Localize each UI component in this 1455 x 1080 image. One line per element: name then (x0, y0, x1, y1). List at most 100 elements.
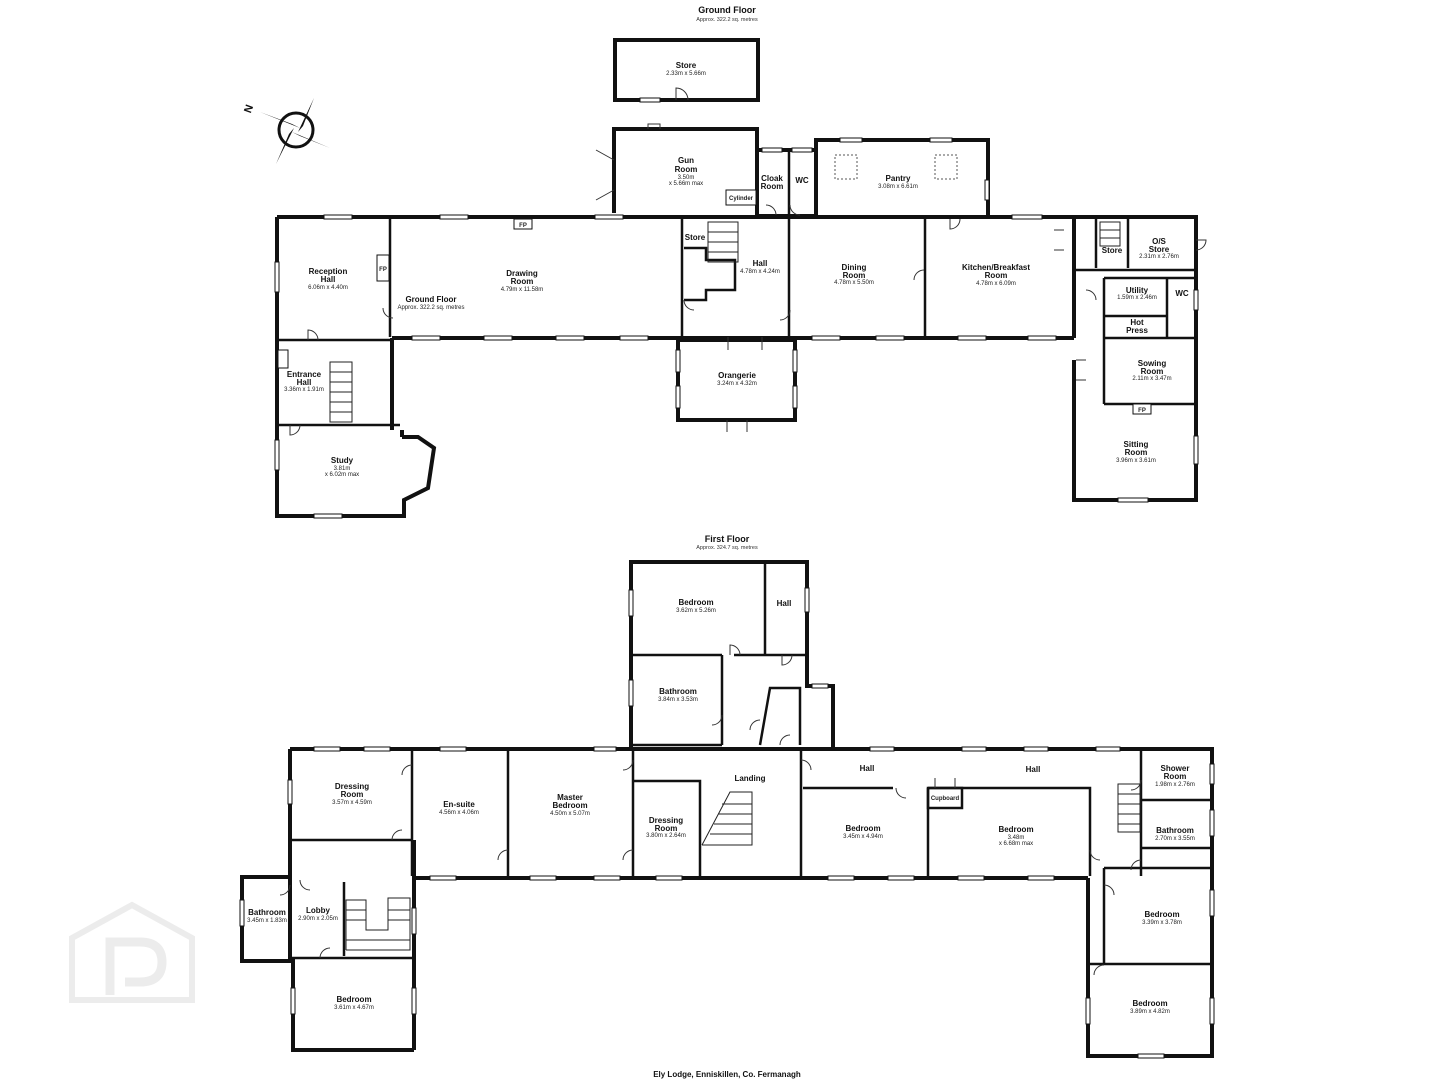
room-entrance-hall-dim: 3.36m x 1.91m (284, 387, 324, 393)
room-entrance-hall-name1: Entrance (287, 370, 322, 379)
ground-floor-stairs (329, 154, 1121, 423)
room-reception-hall-name1: Reception (309, 267, 348, 276)
room-kitchen-dim: 4.78m x 6.09m (976, 281, 1016, 287)
room-drawing-room-name2: Room (511, 277, 534, 286)
room-bedroom-left-dim: 3.61m x 4.67m (334, 1005, 374, 1011)
room-gun-room-name2: Room (675, 165, 698, 174)
room-store-outbuilding-name: Store (676, 61, 697, 70)
ground-floor-area: Approx. 322.2 sq. metres (696, 17, 758, 23)
room-bedroom-big-dim1: 3.48m (1008, 835, 1025, 841)
room-hot-press-name2: Press (1126, 326, 1148, 335)
ground-floor-labels: Store 2.33m x 5.66m Gun Room 3.50m x 5.6… (284, 61, 1189, 478)
room-landing-name: Landing (734, 774, 765, 783)
property-caption: Ely Lodge, Enniskillen, Co. Fermanagh (653, 1070, 801, 1079)
room-utility-name: Utility (1126, 286, 1149, 295)
room-dining-room-name1: Dining (842, 263, 867, 272)
room-orangerie-dim: 3.24m x 4.32m (717, 381, 757, 387)
room-sowing-room-name2: Room (1141, 367, 1164, 376)
room-wc-1-name: WC (795, 176, 809, 185)
room-kitchen-name2: Room (985, 271, 1008, 280)
room-shower-room-dim: 1.98m x 2.76m (1155, 782, 1195, 788)
p-logo-watermark-icon (69, 901, 195, 1003)
room-hall-right-name: Hall (1026, 765, 1041, 774)
room-dressing-room-2-dim: 3.80m x 2.64m (646, 833, 686, 839)
room-store-small-name: Store (1102, 246, 1123, 255)
room-dressing-room-1-name2: Room (341, 790, 364, 799)
room-bedroom-big-name: Bedroom (998, 825, 1033, 834)
room-os-store-name2: Store (1149, 245, 1170, 254)
room-bathroom-top-dim: 3.84m x 3.53m (658, 697, 698, 703)
room-cloak-room-name2: Room (761, 182, 784, 191)
room-study-name: Study (331, 456, 354, 465)
room-master-bedroom-name1: Master (557, 793, 583, 802)
room-sitting-room-dim: 3.96m x 3.61m (1116, 458, 1156, 464)
first-floor-labels: Bedroom 3.62m x 5.26m Hall Bathroom 3.84… (247, 598, 1195, 1015)
first-floor-title: First Floor (705, 534, 750, 544)
fp-reception-label: FP (379, 267, 387, 273)
room-bedroom-left-name: Bedroom (336, 995, 371, 1004)
room-os-store-dim: 2.31m x 2.76m (1139, 254, 1179, 260)
ground-floor-inner-title: Ground Floor (405, 295, 456, 304)
room-shower-room-name2: Room (1164, 772, 1187, 781)
room-bedroom-right1-dim: 3.39m x 3.78m (1142, 920, 1182, 926)
first-floor-doors (279, 644, 1142, 976)
room-cloak-room-name1: Cloak (761, 174, 783, 183)
room-hot-press-name1: Hot (1130, 318, 1144, 327)
room-sowing-room-name1: Sowing (1138, 359, 1167, 368)
fp-drawing-label: FP (519, 223, 527, 229)
room-study-dim1: 3.81m (334, 466, 351, 472)
first-floor-windows (239, 587, 1215, 1059)
room-dining-room-name2: Room (843, 271, 866, 280)
room-bedroom-top-dim: 3.62m x 5.26m (676, 608, 716, 614)
room-dressing-room-2-name1: Dressing (649, 816, 683, 825)
room-sitting-room-name2: Room (1125, 448, 1148, 457)
room-bedroom-right2-dim: 3.89m x 4.82m (1130, 1009, 1170, 1015)
first-floor-area: Approx. 324.7 sq. metres (696, 545, 758, 551)
room-dining-room-dim: 4.78m x 5.50m (834, 280, 874, 286)
room-bedroom-big-dim2: x 6.68m max (999, 841, 1033, 847)
room-master-bedroom-dim: 4.50m x 5.07m (550, 811, 590, 817)
first-floor-stairs (345, 783, 1141, 951)
room-dressing-room-2-name2: Room (655, 824, 678, 833)
room-bathroom-left-name: Bathroom (248, 908, 286, 917)
room-bedroom-top-name: Bedroom (678, 598, 713, 607)
room-master-bedroom-name2: Bedroom (552, 801, 587, 810)
room-bathroom-top-name: Bathroom (659, 687, 697, 696)
room-hall-left-name: Hall (860, 764, 875, 773)
ground-floor-title: Ground Floor (698, 5, 756, 15)
room-hall-dim: 4.78m x 4.24m (740, 269, 780, 275)
room-gun-room-dim2: x 5.66m max (669, 181, 703, 187)
room-lobby-dim: 2.90m x 2.05m (298, 916, 338, 922)
room-os-store-name1: O/S (1152, 237, 1166, 246)
room-utility-dim: 1.59m x 2.46m (1117, 295, 1157, 301)
room-wc-2-name: WC (1175, 289, 1189, 298)
compass-north-label: N (242, 103, 256, 115)
room-cylinder-name: Cylinder (729, 196, 754, 202)
ground-floor-inner-area: Approx. 322.2 sq. metres (397, 305, 464, 311)
room-gun-room-dim1: 3.50m (678, 175, 695, 181)
room-bathroom-right-name: Bathroom (1156, 826, 1194, 835)
room-dressing-room-1-name1: Dressing (335, 782, 369, 791)
fp-sitting-label: FP (1138, 408, 1146, 414)
first-floor-walls (240, 560, 1214, 1058)
room-drawing-room-name1: Drawing (506, 269, 538, 278)
room-bedroom-mid-name: Bedroom (845, 824, 880, 833)
room-sowing-room-dim: 2.11m x 3.47m (1132, 376, 1171, 382)
room-store-outbuilding-dim: 2.33m x 5.66m (666, 71, 706, 77)
room-entrance-hall-name2: Hall (297, 378, 312, 387)
room-gun-room-name1: Gun (678, 156, 694, 165)
room-dressing-room-1-dim: 3.57m x 4.59m (332, 800, 372, 806)
room-ensuite-dim: 4.56m x 4.06m (439, 810, 479, 816)
room-hall-top-name: Hall (777, 599, 792, 608)
room-sitting-room-name1: Sitting (1124, 440, 1149, 449)
ground-floor-doors (277, 87, 1207, 436)
room-study-dim2: x 6.02m max (325, 472, 359, 478)
room-ensuite-name: En-suite (443, 800, 475, 809)
room-cupboard-name: Cupboard (931, 796, 960, 802)
room-drawing-room-dim: 4.79m x 11.58m (501, 287, 544, 293)
room-bedroom-mid-dim: 3.45m x 4.94m (843, 834, 883, 840)
room-pantry-name: Pantry (886, 174, 911, 183)
room-kitchen-name1: Kitchen/Breakfast (962, 263, 1030, 272)
room-reception-hall-name2: Hall (321, 275, 336, 284)
